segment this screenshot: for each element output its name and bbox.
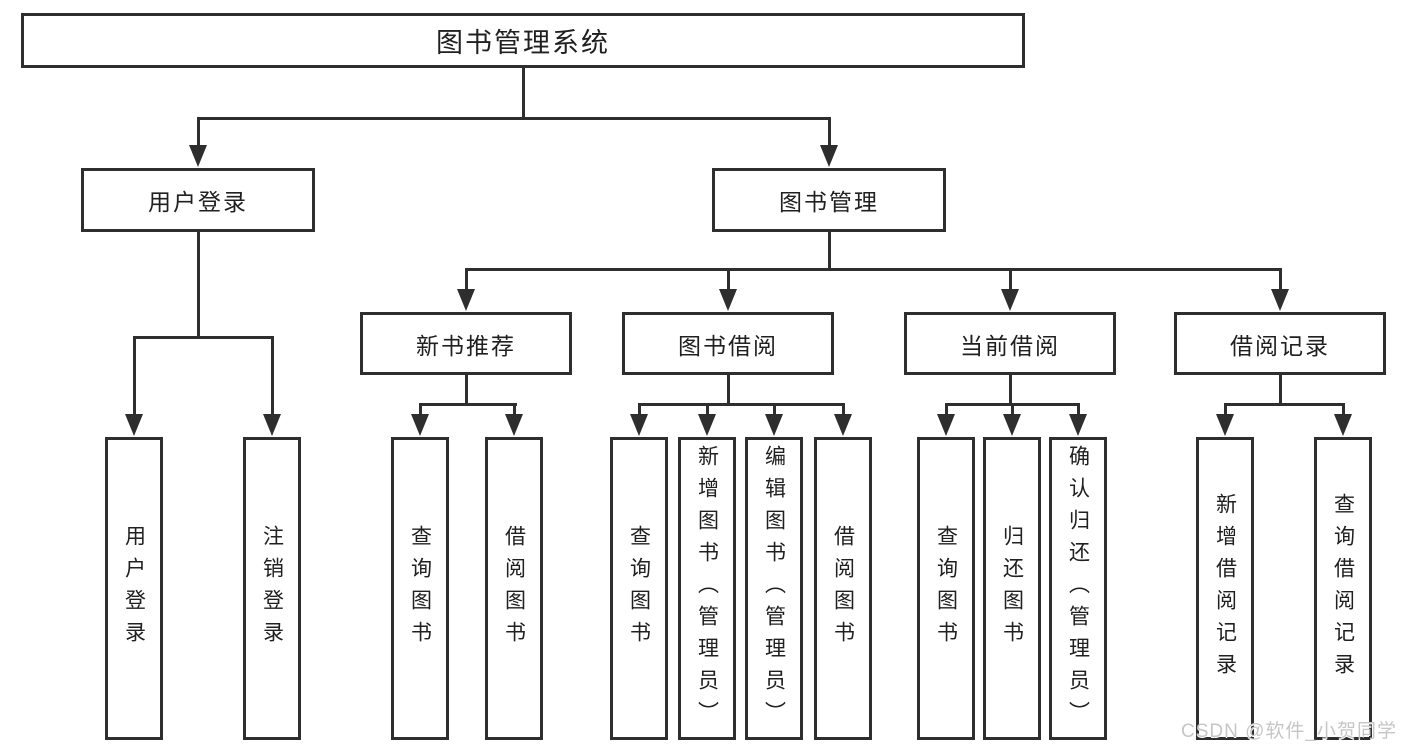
node-label: 当前借阅 (960, 332, 1060, 359)
connector-line (1011, 403, 1014, 416)
connector-line (419, 403, 422, 416)
node-label: 新增借阅记录 (1213, 492, 1237, 685)
connector-line (465, 268, 1282, 271)
node-label: 新增图书（管理员） (695, 444, 719, 733)
node-current-borrow: 当前借阅 (904, 312, 1116, 375)
arrowhead (263, 414, 281, 436)
arrowhead (937, 414, 955, 436)
node-label: 注销登录 (260, 524, 284, 653)
connector-line (706, 403, 709, 416)
leaf-borrow-books-1: 借阅图书 (485, 437, 543, 740)
node-label: 图书管理 (779, 189, 879, 215)
leaf-edit-books-admin: 编辑图书（管理员） (745, 437, 803, 740)
connector-line (1009, 375, 1012, 406)
node-label: 借阅图书 (502, 524, 526, 653)
arrowhead (698, 414, 716, 436)
connector-line (465, 375, 468, 406)
connector-line (828, 232, 831, 271)
connector-line (197, 117, 831, 120)
arrowhead (125, 414, 143, 436)
arrowhead (1001, 289, 1019, 311)
node-book-borrow: 图书借阅 (622, 312, 834, 375)
node-label: 查询借阅记录 (1331, 492, 1355, 685)
node-label: 确认归还（管理员） (1066, 444, 1090, 733)
connector-line (465, 268, 468, 291)
connector-line (1077, 403, 1080, 416)
connector-line (1224, 403, 1345, 406)
connector-line (271, 336, 274, 416)
connector-line (727, 375, 730, 406)
connector-line (638, 403, 845, 406)
node-label: 借阅图书 (831, 524, 855, 653)
arrowhead (411, 414, 429, 436)
leaf-add-books-admin: 新增图书（管理员） (678, 437, 736, 740)
connector-line (638, 403, 641, 416)
connector-line (828, 117, 831, 147)
arrowhead (1069, 414, 1087, 436)
arrowhead (1216, 414, 1234, 436)
connector-line (1009, 268, 1012, 291)
connector-line (133, 336, 274, 339)
node-label: 查询图书 (934, 524, 958, 653)
connector-line (197, 232, 200, 339)
connector-line (1279, 268, 1282, 291)
watermark: CSDN @软件_小贺同学 (1181, 721, 1397, 742)
leaf-logout: 注销登录 (243, 437, 301, 740)
node-label: 图书管理系统 (436, 28, 610, 58)
connector-line (133, 336, 136, 416)
leaf-confirm-return-admin: 确认归还（管理员） (1049, 437, 1107, 740)
arrowhead (189, 145, 207, 167)
node-label: 新书推荐 (416, 332, 516, 359)
arrowhead (1271, 289, 1289, 311)
node-label: 图书借阅 (678, 332, 778, 359)
node-label: 查询图书 (627, 524, 651, 653)
node-book-management: 图书管理 (712, 168, 946, 232)
connector-line (522, 68, 525, 120)
arrowhead (457, 289, 475, 311)
arrowhead (1003, 414, 1021, 436)
connector-line (197, 117, 200, 147)
node-label: 借阅记录 (1230, 332, 1330, 359)
leaf-query-books-2: 查询图书 (610, 437, 668, 740)
node-library-management-system: 图书管理系统 (21, 13, 1025, 68)
connector-line (1279, 375, 1282, 406)
leaf-borrow-books-2: 借阅图书 (814, 437, 872, 740)
leaf-add-borrow-record: 新增借阅记录 (1196, 437, 1254, 740)
node-label: 查询图书 (408, 524, 432, 653)
connector-line (842, 403, 845, 416)
arrowhead (630, 414, 648, 436)
connector-line (945, 403, 948, 416)
arrowhead (719, 289, 737, 311)
connector-line (1342, 403, 1345, 416)
node-label: 用户登录 (148, 189, 248, 215)
leaf-query-books-3: 查询图书 (917, 437, 975, 740)
leaf-query-borrow-record: 查询借阅记录 (1314, 437, 1372, 740)
connector-line (513, 403, 516, 416)
connector-line (727, 268, 730, 291)
arrowhead (820, 145, 838, 167)
node-borrow-records: 借阅记录 (1174, 312, 1386, 375)
node-new-book-recommend: 新书推荐 (360, 312, 572, 375)
connector-line (419, 403, 517, 406)
arrowhead (834, 414, 852, 436)
arrowhead (1334, 414, 1352, 436)
connector-line (1224, 403, 1227, 416)
node-label: 归还图书 (1000, 524, 1024, 653)
leaf-user-login: 用户登录 (105, 437, 163, 740)
connector-line (773, 403, 776, 416)
node-label: 编辑图书（管理员） (762, 444, 786, 733)
leaf-query-books-1: 查询图书 (391, 437, 449, 740)
arrowhead (505, 414, 523, 436)
node-label: 用户登录 (122, 524, 146, 653)
arrowhead (765, 414, 783, 436)
leaf-return-books: 归还图书 (983, 437, 1041, 740)
node-user-login-group: 用户登录 (81, 168, 315, 232)
